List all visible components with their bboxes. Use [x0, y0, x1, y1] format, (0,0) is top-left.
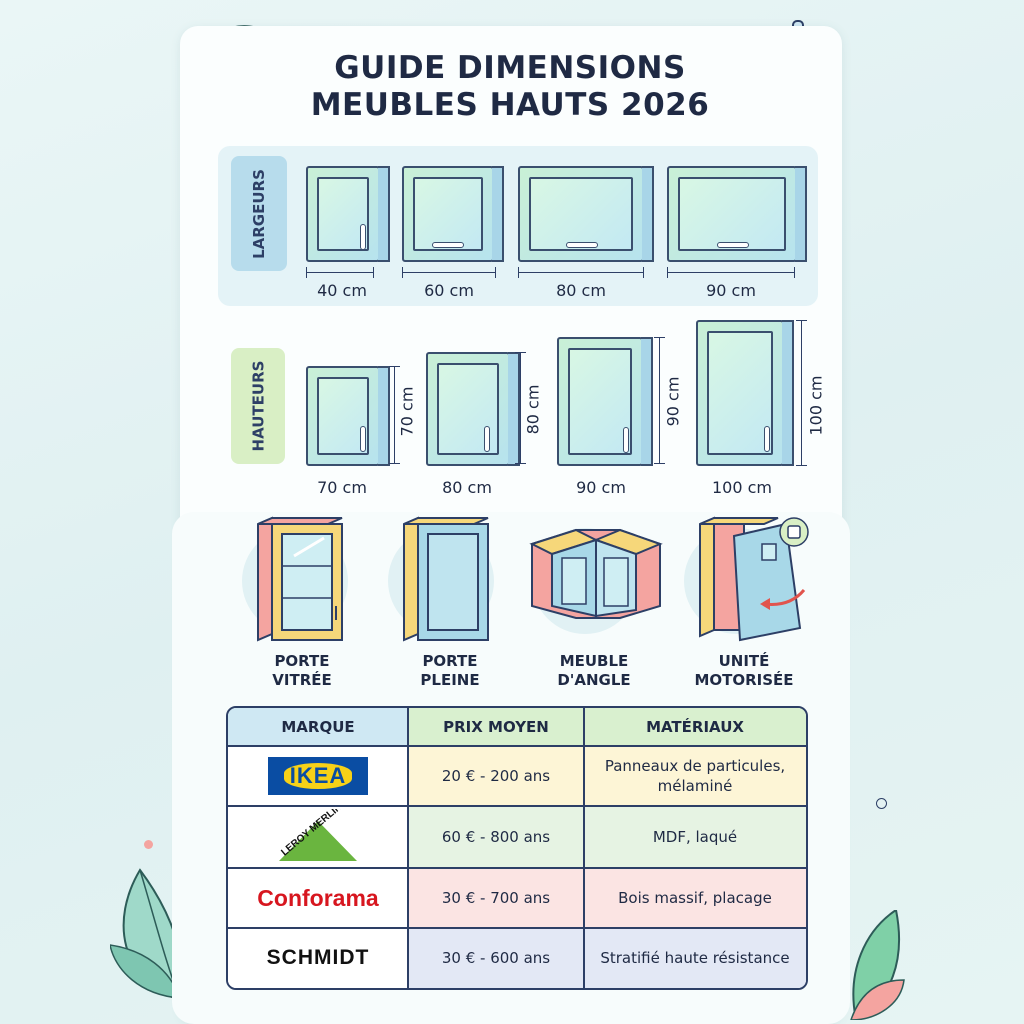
cabinet-height-70: [306, 366, 390, 466]
height-side-label-70: 70 cm: [397, 386, 417, 437]
height-label-70: 70 cm: [317, 478, 367, 497]
table-row: SCHMIDT 30 € - 600 ans Stratifié haute r…: [228, 928, 806, 988]
table-divider: [228, 927, 806, 929]
price-cell: 30 € - 600 ans: [408, 928, 584, 988]
price-cell: 30 € - 700 ans: [408, 868, 584, 928]
width-dimension-line: [518, 267, 644, 278]
cabinet-width-40: [306, 166, 390, 262]
price-cell: 20 € - 200 ans: [408, 746, 584, 806]
width-dimension-line: [402, 267, 496, 278]
width-label-90: 90 cm: [706, 281, 756, 300]
cabinet-width-60: [402, 166, 504, 262]
table-divider: [228, 867, 806, 869]
cabinet-height-100: [696, 320, 794, 466]
brand-cell: LEROY MERLIN: [228, 806, 408, 868]
solid-door-cabinet-icon: [403, 516, 489, 642]
materials-cell: Stratifié haute résistance: [584, 928, 806, 988]
cabinet-height-80: [426, 352, 520, 466]
height-label-100: 100 cm: [711, 478, 772, 497]
table-header-row: MARQUE PRIX MOYEN MATÉRIAUX: [228, 708, 806, 746]
price-cell: 60 € - 800 ans: [408, 806, 584, 868]
width-label-60: 60 cm: [424, 281, 474, 300]
cabinet-width-90: [667, 166, 807, 262]
table-header-materials: MATÉRIAUX: [584, 708, 806, 746]
table-row: Conforama 30 € - 700 ans Bois massif, pl…: [228, 868, 806, 928]
leaf-cluster-bottom-left-icon: [110, 868, 184, 1000]
table-divider: [228, 805, 806, 807]
height-dimension-line: [796, 320, 807, 466]
leroy-merlin-logo: LEROY MERLIN: [279, 809, 357, 861]
height-label-80: 80 cm: [442, 478, 492, 497]
width-label-40: 40 cm: [317, 281, 367, 300]
heights-label: HAUTEURS: [231, 348, 285, 464]
page-title: GUIDE DIMENSIONS MEUBLES HAUTS 2026: [310, 50, 710, 123]
dot-decoration: [876, 798, 887, 809]
ikea-logo: IKEA: [268, 757, 368, 795]
table-header-price: PRIX MOYEN: [408, 708, 584, 746]
height-dimension-line: [389, 366, 400, 464]
table-row: IKEA 20 € - 200 ans Panneaux de particul…: [228, 746, 806, 806]
brand-cell: IKEA: [228, 746, 408, 806]
glass-door-cabinet-icon: [257, 516, 343, 642]
dot-decoration: [144, 840, 153, 849]
height-dimension-line: [515, 352, 526, 464]
height-side-label-90: 90 cm: [663, 376, 683, 427]
corner-cabinet-icon: [529, 528, 663, 619]
table-divider: [583, 708, 585, 988]
brand-cell: SCHMIDT: [228, 928, 408, 988]
table-header-brand: MARQUE: [228, 708, 408, 746]
cabinet-height-90: [557, 337, 653, 466]
materials-cell: Panneaux de particules, mélaminé: [584, 746, 806, 806]
height-dimension-line: [654, 337, 665, 464]
width-label-80: 80 cm: [556, 281, 606, 300]
width-dimension-line: [667, 267, 795, 278]
widths-label: LARGEURS: [231, 156, 287, 271]
height-side-label-100: 100 cm: [806, 375, 826, 436]
table-row: LEROY MERLIN 60 € - 800 ans MDF, laqué: [228, 806, 806, 868]
height-side-label-80: 80 cm: [523, 384, 543, 435]
leaf-cluster-bottom-right-icon: [850, 910, 905, 1020]
conforama-logo: Conforama: [257, 884, 379, 911]
brand-cell: Conforama: [228, 868, 408, 928]
cabinet-width-80: [518, 166, 654, 262]
materials-cell: MDF, laqué: [584, 806, 806, 868]
brand-comparison-table: MARQUE PRIX MOYEN MATÉRIAUX IKEA 20 € - …: [226, 706, 808, 990]
table-divider: [228, 745, 806, 747]
height-label-90: 90 cm: [576, 478, 626, 497]
motorized-unit-icon: [699, 516, 809, 642]
materials-cell: Bois massif, placage: [584, 868, 806, 928]
table-divider: [407, 708, 409, 988]
schmidt-logo: SCHMIDT: [266, 946, 370, 969]
width-dimension-line: [306, 267, 374, 278]
